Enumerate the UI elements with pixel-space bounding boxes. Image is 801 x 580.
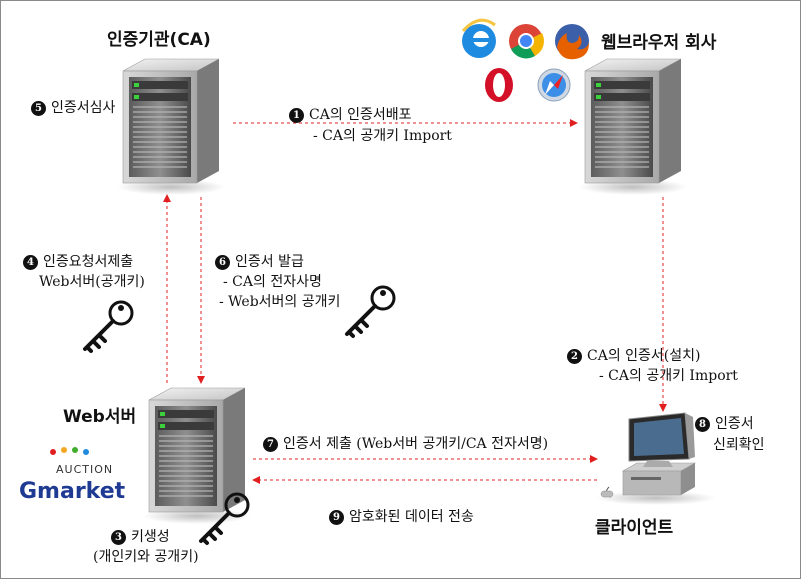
step-6-detail-1: - CA의 전자사명 — [223, 274, 322, 290]
browser-company-server-icon — [578, 58, 688, 196]
browser-company-title: 웹브라우저 회사 — [601, 33, 717, 53]
step-1-detail: - CA의 공개키 Import — [313, 128, 452, 144]
step-number: 2 — [567, 349, 582, 364]
step-number: 8 — [695, 417, 710, 432]
step-number: 5 — [31, 101, 46, 116]
step-number: 3 — [111, 530, 126, 545]
step-number: 6 — [215, 255, 230, 270]
chrome-icon — [509, 24, 544, 59]
safari-icon — [537, 68, 571, 102]
ca-title: 인증기관(CA) — [107, 30, 211, 50]
auction-logo: AUCTION — [56, 463, 114, 476]
key-icon — [83, 300, 134, 353]
step-4-detail: Web서버(공개키) — [39, 274, 145, 290]
auction-dots-icon — [50, 447, 89, 455]
key-icon — [345, 285, 396, 338]
webserver-title: Web서버 — [63, 407, 137, 427]
step-6-detail-2: - Web서버의 공개키 — [219, 294, 341, 310]
auction-dots — [45, 445, 115, 463]
gmarket-logo: Gmarket — [19, 479, 126, 504]
step-number: 4 — [23, 255, 38, 270]
step-3-detail: (개인키와 공개키) — [93, 549, 199, 565]
step-2-detail: - CA의 공개키 Import — [599, 368, 738, 384]
internet-explorer-icon — [461, 18, 496, 58]
firefox-icon — [555, 24, 589, 60]
client-desktop-computer-icon — [596, 412, 716, 505]
opera-icon — [485, 68, 513, 102]
step-number: 9 — [329, 510, 344, 525]
web-server-icon — [142, 387, 252, 525]
ca-server-icon — [116, 58, 226, 196]
step-8-detail: 신뢰확인 — [713, 437, 765, 453]
step-number: 7 — [263, 437, 278, 452]
step-number: 1 — [289, 108, 304, 123]
client-title: 클라이언트 — [595, 518, 674, 538]
